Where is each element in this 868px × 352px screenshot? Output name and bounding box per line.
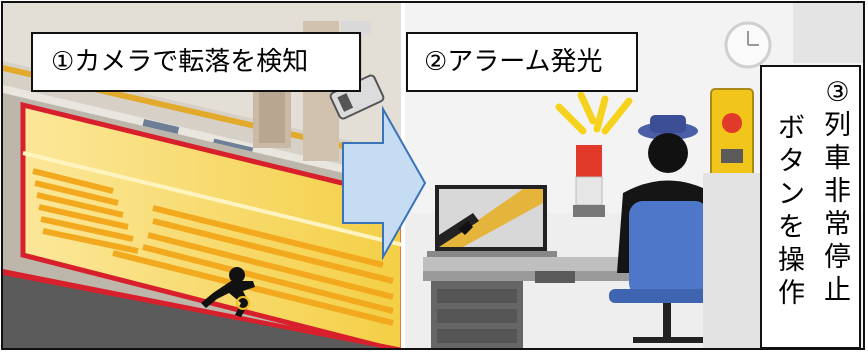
step-1-label: ①カメラで転落を検知 (31, 32, 361, 92)
laptop-icon (427, 185, 557, 257)
step-3-line-1: ③ 列 車 非 常 停 止 (824, 77, 851, 308)
step-3-label: ③ 列 車 非 常 停 止 ボ タ ン を 操 作 (760, 65, 861, 348)
step-3-char: ③ (825, 77, 850, 108)
step-3-line-2: ボ タ ン を 操 作 (778, 113, 805, 311)
step-3-char: タ (778, 145, 805, 177)
step-3-char: 停 (824, 241, 851, 273)
step-3-char: ボ (778, 113, 805, 144)
alarm-lamp-icon (555, 91, 633, 217)
step-3-char: 作 (778, 277, 805, 309)
emergency-stop-button-icon (710, 88, 754, 180)
falling-person-icon (201, 267, 255, 317)
step-3-char: 止 (824, 274, 851, 306)
step-2-label: ②アラーム発光 (406, 32, 638, 92)
step-3-char: 非 (824, 175, 851, 207)
step-3-char: 操 (778, 244, 805, 276)
fall-zone (20, 101, 406, 348)
clock-icon (724, 21, 772, 69)
step-3-char: を (778, 211, 805, 243)
chair (609, 201, 725, 343)
step-3-char: 常 (824, 208, 851, 240)
step-3-char: 列 (824, 109, 851, 141)
step-3-char: ン (778, 178, 805, 210)
step-3-char: 車 (824, 142, 851, 174)
